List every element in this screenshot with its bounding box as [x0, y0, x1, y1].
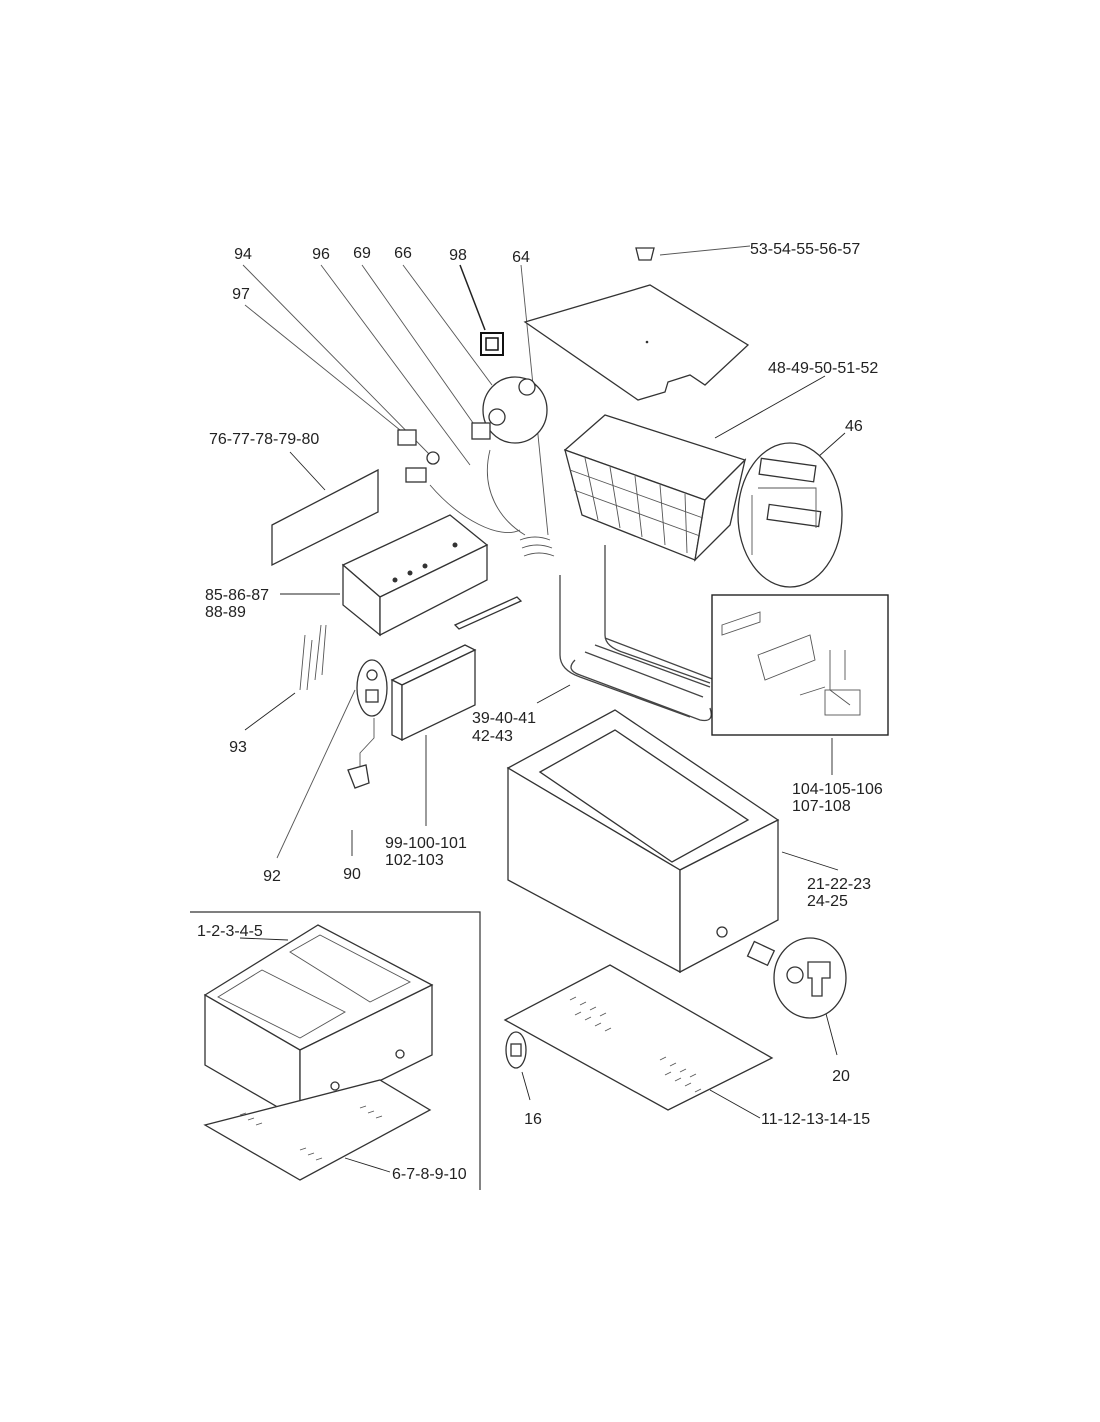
part-basket-handle-detail	[737, 442, 843, 588]
part-drain-tap-detail	[746, 937, 847, 1019]
callout-39-41: 39-40-41	[472, 710, 536, 727]
part-lid	[523, 284, 750, 401]
callout-21-23: 21-22-23	[807, 876, 871, 893]
callout-69: 69	[353, 245, 371, 262]
part-heating-element	[559, 545, 716, 722]
callout-labels: 94 96 69 66 98 64 97 53-54-55-56-57 48-4…	[197, 241, 883, 1183]
callout-88-89: 88-89	[205, 604, 246, 621]
part-bottom-plate-11	[503, 964, 774, 1111]
callout-85-87: 85-86-87	[205, 587, 269, 604]
part-thermostat-detail	[471, 376, 548, 444]
callout-97: 97	[232, 286, 250, 303]
callout-93: 93	[229, 739, 247, 756]
callout-6-10: 6-7-8-9-10	[392, 1166, 467, 1183]
callout-107-108: 107-108	[792, 798, 851, 815]
callout-98: 98	[449, 247, 467, 264]
part-power-plug	[347, 659, 388, 789]
part-fryer-tank	[506, 709, 780, 974]
part-cables-93	[299, 624, 327, 691]
part-lid-knob	[635, 247, 655, 261]
callout-48-52: 48-49-50-51-52	[768, 360, 878, 377]
callout-102-103: 102-103	[385, 852, 444, 869]
callout-66: 66	[394, 245, 412, 262]
callout-20: 20	[832, 1068, 850, 1085]
callout-96: 96	[312, 246, 330, 263]
callout-94: 94	[234, 246, 252, 263]
callout-90: 90	[343, 866, 361, 883]
part-double-tank-1	[203, 924, 434, 1122]
part-switch-98	[480, 332, 504, 356]
callout-53-57: 53-54-55-56-57	[750, 241, 860, 258]
part-element-box-99	[390, 644, 477, 742]
callout-1-5: 1-2-3-4-5	[197, 923, 263, 940]
callout-76-80: 76-77-78-79-80	[209, 431, 319, 448]
part-foot-16	[505, 1031, 527, 1069]
callout-16: 16	[524, 1111, 542, 1128]
callout-46: 46	[845, 418, 863, 435]
part-bracket	[453, 596, 523, 630]
callout-24-25: 24-25	[807, 893, 848, 910]
part-control-box-85	[341, 514, 489, 637]
callout-104-106: 104-105-106	[792, 781, 883, 798]
part-lamp-and-wiring	[405, 449, 555, 557]
callout-42-43: 42-43	[472, 728, 513, 745]
part-kit-box-104	[711, 594, 889, 736]
callout-64: 64	[512, 249, 530, 266]
part-side-panel-76	[271, 468, 379, 567]
part-basket	[563, 414, 747, 562]
part-bottom-plate-6	[203, 1079, 432, 1181]
callout-11-15: 11-12-13-14-15	[761, 1111, 870, 1128]
part-relay-97	[397, 429, 417, 446]
callout-99-101: 99-100-101	[385, 835, 467, 852]
callout-92: 92	[263, 868, 281, 885]
